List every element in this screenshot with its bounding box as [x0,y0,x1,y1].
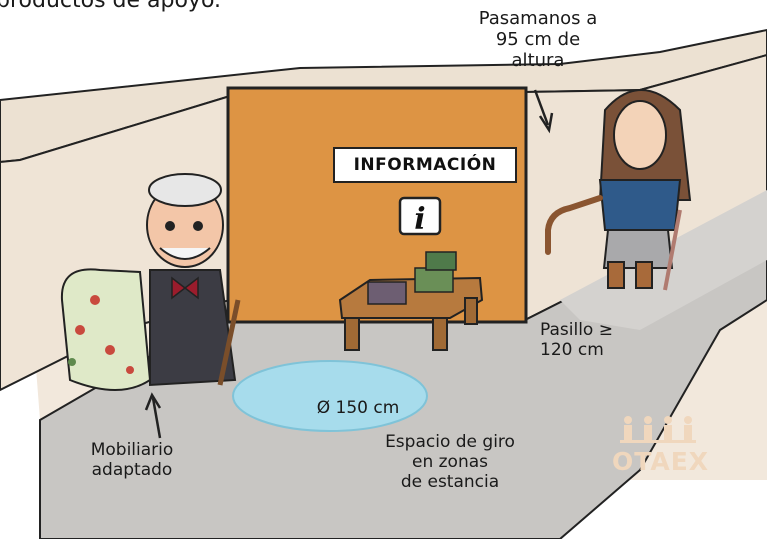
corridor-width-label: Pasillo ≥ 120 cm [540,320,613,361]
handrail-height-label: Pasamanos a 95 cm de altura [478,8,598,72]
handrail [545,195,603,255]
people-group-icon [620,416,696,443]
furniture-arrow [144,392,162,439]
turn-diameter-label: Ø 150 cm [316,398,400,418]
coffee-table [338,251,484,351]
info-sign-label: INFORMACIÓN [353,155,497,175]
elderly-man-figure [146,173,241,387]
handrail-arrow [533,89,554,134]
info-i-icon: i [398,196,442,237]
header-text: productos de apoyo. [0,0,222,13]
armchair [60,268,152,391]
elderly-woman-figure [598,89,692,291]
turn-space-label: Espacio de giro en zonas de estancia [385,432,515,493]
turn-circle [232,360,428,432]
otaex-logo-text: OTAEX [612,447,710,476]
svg-text:i: i [414,202,425,237]
info-sign-box [333,147,517,183]
adapted-furniture-label: Mobiliario adaptado [90,440,174,481]
